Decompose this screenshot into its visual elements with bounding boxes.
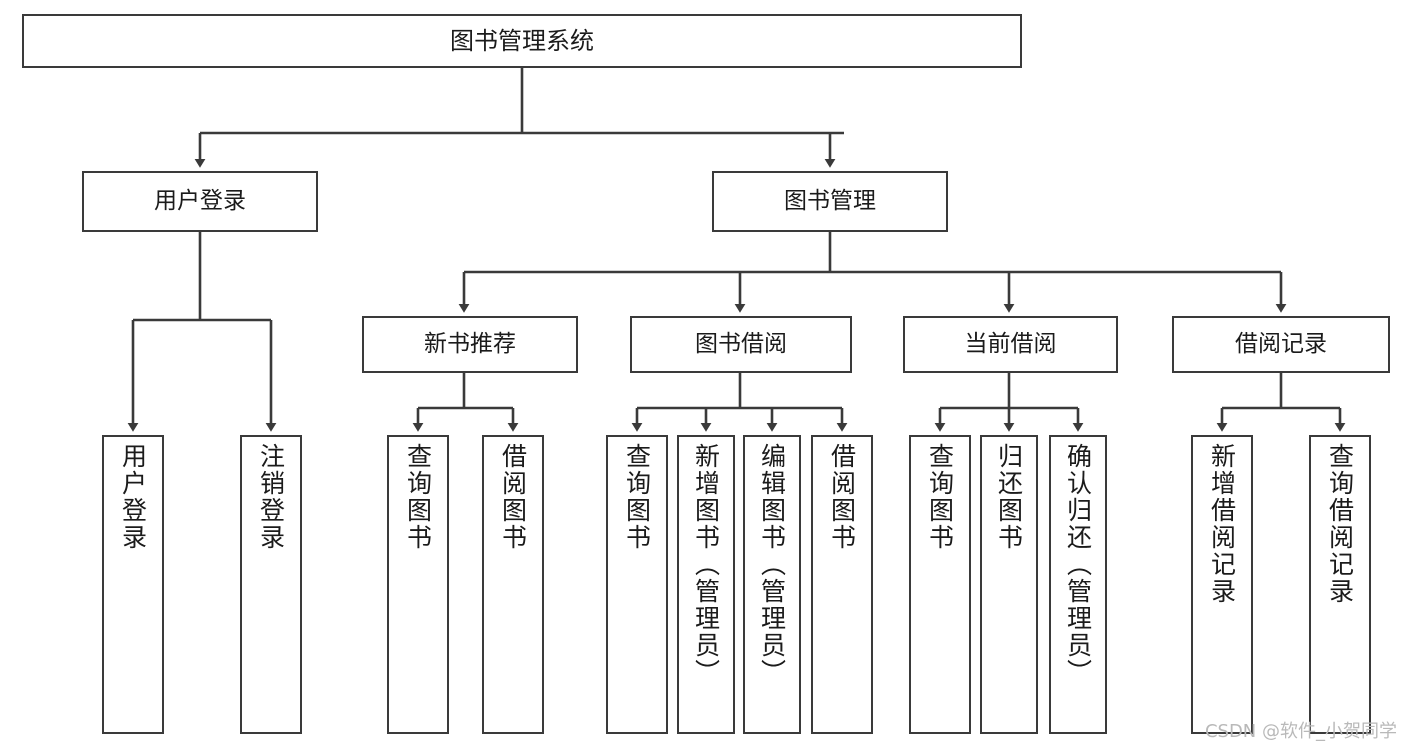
node-label: 当前借阅 (964, 330, 1057, 357)
node-book-borrow[interactable]: 图书借阅 (630, 316, 852, 373)
node-label: 注销登录 (256, 443, 286, 551)
node-leaf-borrow-book-borrow[interactable]: 借阅图书 (811, 435, 873, 734)
node-label: 查询图书 (622, 443, 652, 551)
watermark: CSDN @软件_小贺同学 (1204, 721, 1397, 742)
node-leaf-add-book[interactable]: 新增图书（管理员） (677, 435, 735, 734)
node-leaf-logout-login[interactable]: 注销登录 (240, 435, 302, 734)
node-label: 借阅图书 (498, 443, 528, 551)
node-new-book-recommend[interactable]: 新书推荐 (362, 316, 578, 373)
node-book-manage[interactable]: 图书管理 (712, 171, 948, 232)
node-leaf-edit-book[interactable]: 编辑图书（管理员） (743, 435, 801, 734)
node-borrow-record[interactable]: 借阅记录 (1172, 316, 1390, 373)
node-label: 归还图书 (994, 443, 1024, 551)
node-leaf-query-book-current[interactable]: 查询图书 (909, 435, 971, 734)
node-label: 图书借阅 (695, 330, 787, 357)
node-current-borrow[interactable]: 当前借阅 (903, 316, 1118, 373)
node-leaf-query-book-recommend[interactable]: 查询图书 (387, 435, 449, 734)
node-label: 查询借阅记录 (1325, 443, 1355, 605)
node-label: 查询图书 (403, 443, 433, 551)
node-book-management-system[interactable]: 图书管理系统 (22, 14, 1022, 68)
node-label: 借阅记录 (1235, 330, 1327, 357)
node-leaf-user-login[interactable]: 用户登录 (102, 435, 164, 734)
node-label: 用户登录 (154, 187, 246, 214)
node-label: 查询图书 (925, 443, 955, 551)
node-label: 新增图书（管理员） (691, 443, 721, 686)
node-leaf-confirm-return[interactable]: 确认归还（管理员） (1049, 435, 1107, 734)
node-label: 图书管理系统 (450, 26, 594, 55)
node-label: 新书推荐 (424, 330, 516, 357)
node-label: 图书管理 (784, 187, 876, 214)
node-label: 编辑图书（管理员） (757, 443, 787, 686)
node-label: 用户登录 (118, 443, 148, 551)
node-label: 确认归还（管理员） (1063, 443, 1093, 686)
node-leaf-query-book-borrow[interactable]: 查询图书 (606, 435, 668, 734)
node-label: 新增借阅记录 (1207, 443, 1237, 605)
node-leaf-borrow-book-recommend[interactable]: 借阅图书 (482, 435, 544, 734)
node-leaf-query-borrow-record[interactable]: 查询借阅记录 (1309, 435, 1371, 734)
node-label: 借阅图书 (827, 443, 857, 551)
node-user-login[interactable]: 用户登录 (82, 171, 318, 232)
node-leaf-add-borrow-record[interactable]: 新增借阅记录 (1191, 435, 1253, 734)
node-leaf-return-book[interactable]: 归还图书 (980, 435, 1038, 734)
